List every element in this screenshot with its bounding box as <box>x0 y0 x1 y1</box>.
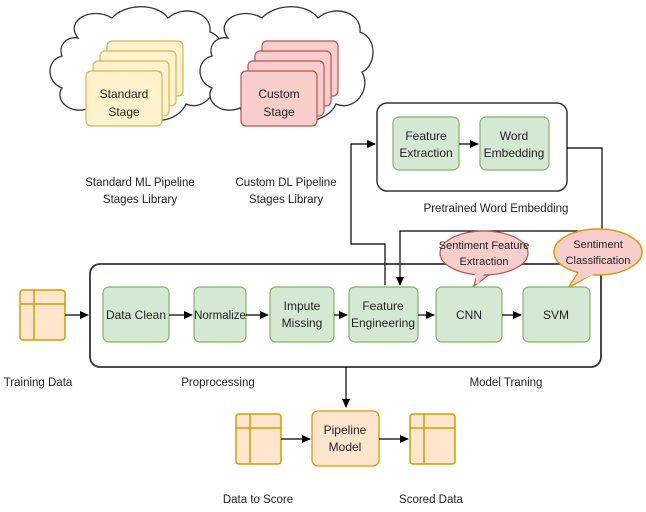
standard-library-cloud: Standard Stage <box>49 6 224 127</box>
sentiment-feature-callout: Sentiment Feature Extraction <box>439 230 530 288</box>
standard-stage-box <box>85 70 163 127</box>
svm-node <box>522 286 591 343</box>
training-data-label: Training Data <box>4 377 73 389</box>
standard-stage-label-2: Stage <box>108 105 140 119</box>
feature-engineering-label-1: Feature <box>362 299 404 313</box>
model-training-caption: Model Traning <box>470 377 543 389</box>
feature-extraction-label-2: Extraction <box>399 146 452 160</box>
training-data-table-icon <box>19 289 66 341</box>
impute-missing-label-1: Impute <box>284 299 321 313</box>
normalize-label: Normalize <box>194 310 246 322</box>
data-clean-label: Data Clean <box>106 308 166 322</box>
impute-missing-label-2: Missing <box>282 316 323 330</box>
sentiment-feature-label-2: Extraction <box>460 256 509 268</box>
custom-library-caption-1: Custom DL Pipeline <box>235 177 336 189</box>
feature-extraction-label-1: Feature <box>405 129 447 143</box>
cnn-label: CNN <box>456 308 482 322</box>
sentiment-feature-label-1: Sentiment Feature <box>439 240 530 252</box>
word-embedding-label-1: Word <box>500 129 528 143</box>
word-embedding-label-2: Embedding <box>484 146 545 160</box>
sentiment-classification-label-1: Sentiment <box>573 239 623 251</box>
pretrained-caption: Pretrained Word Embedding <box>424 203 569 215</box>
feature-engineering-node <box>348 286 419 343</box>
custom-stage-box <box>240 70 318 127</box>
pipeline-model-node <box>311 410 380 467</box>
word-embedding-node <box>479 116 550 171</box>
preprocessing-caption: Proprocessing <box>181 377 255 389</box>
impute-missing-node <box>269 286 335 343</box>
scored-data-label: Scored Data <box>399 494 464 506</box>
feature-extraction-node <box>392 116 460 171</box>
feature-engineering-label-2: Engineering <box>351 316 415 330</box>
pipeline-model-label-2: Model <box>329 440 362 454</box>
data-to-score-label: Data to Score <box>223 494 293 506</box>
edge-feature-engineering-to-extraction <box>350 140 386 285</box>
pipeline-model-label-1: Pipeline <box>324 423 367 437</box>
sentiment-classification-label-2: Classification <box>566 255 631 267</box>
sentiment-classification-callout: Sentiment Classification <box>553 228 643 289</box>
custom-library-caption-2: Stages Library <box>249 194 323 206</box>
custom-stage-label-1: Custom <box>258 87 299 101</box>
data-to-score-table-icon <box>235 413 282 465</box>
standard-stage-label-1: Standard <box>100 87 149 101</box>
custom-stage-label-2: Stage <box>263 105 295 119</box>
standard-library-caption-2: Stages Library <box>103 194 177 206</box>
svm-label: SVM <box>543 308 569 322</box>
standard-library-caption-1: Standard ML Pipeline <box>85 177 195 189</box>
custom-library-cloud: Custom Stage <box>199 6 374 127</box>
scored-data-table-icon <box>409 413 456 465</box>
